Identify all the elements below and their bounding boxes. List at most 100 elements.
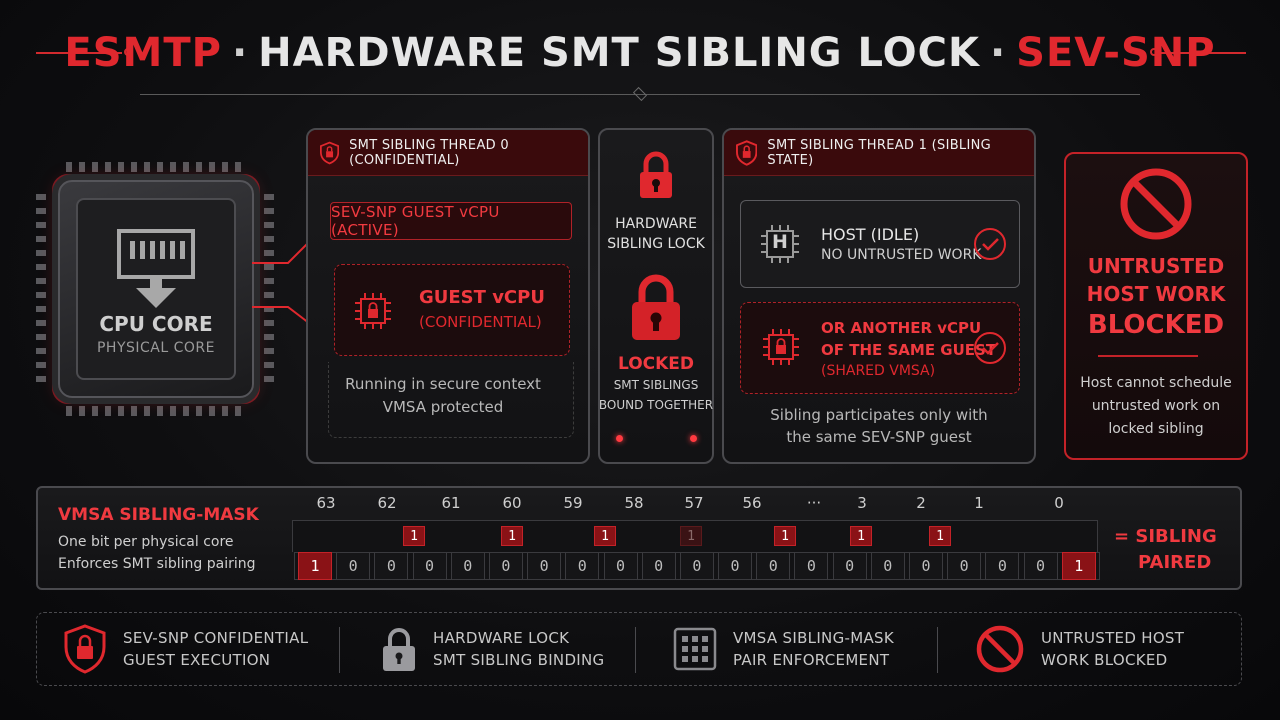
chip-pin bbox=[209, 162, 215, 172]
chip-pin bbox=[170, 162, 176, 172]
mask-bit: 0 bbox=[641, 552, 676, 580]
chip-pin bbox=[131, 162, 137, 172]
chip-pin bbox=[36, 222, 46, 228]
mask-bit: 0 bbox=[488, 552, 523, 580]
title-deco-right-dot bbox=[1150, 48, 1158, 56]
footer-confidential-line2: GUEST EXECUTION bbox=[123, 651, 271, 669]
chip-pin bbox=[196, 406, 202, 416]
mask-bit: 0 bbox=[450, 552, 485, 580]
mask-bit: 0 bbox=[985, 552, 1020, 580]
chip-pin bbox=[222, 162, 228, 172]
chip-pin bbox=[183, 406, 189, 416]
mask-bit: 1 bbox=[298, 552, 332, 580]
chip-pin bbox=[36, 292, 46, 298]
host-idle-sublabel: NO UNTRUSTED WORK bbox=[821, 247, 982, 263]
bit-index: 63 bbox=[316, 494, 336, 512]
blocked-desc-line3: locked sibling bbox=[1108, 421, 1204, 437]
chip-pin bbox=[92, 406, 98, 416]
title-separator: · bbox=[989, 30, 1007, 76]
guest-active-label: SEV-SNP GUEST vCPU (ACTIVE) bbox=[331, 203, 500, 239]
bit-index: 58 bbox=[624, 494, 644, 512]
footer-sibling-mask-line1: VMSA SIBLING-MASK bbox=[733, 629, 894, 647]
bit-index: 2 bbox=[916, 494, 926, 512]
chip-pin bbox=[264, 376, 274, 382]
title-deco-left-line bbox=[36, 52, 122, 54]
thread1-desc-line1: Sibling participates only with bbox=[770, 406, 988, 424]
secure-chip-icon bbox=[355, 293, 391, 329]
paired-flag-dim: 1 bbox=[680, 526, 702, 546]
chip-pin bbox=[36, 320, 46, 326]
chip-pin bbox=[264, 236, 274, 242]
same-guest-line1: OR ANOTHER vCPU bbox=[821, 319, 982, 337]
title-part-sevsnp: SEV-SNP bbox=[1016, 30, 1216, 76]
chip-pin bbox=[264, 306, 274, 312]
chip-pin bbox=[183, 162, 189, 172]
blocked-desc-line1: Host cannot schedule bbox=[1080, 375, 1232, 391]
bit-index: 60 bbox=[502, 494, 522, 512]
title-underline bbox=[140, 94, 1140, 95]
bit-index: 57 bbox=[684, 494, 704, 512]
chip-pin bbox=[79, 162, 85, 172]
footer-untrusted-line2: WORK BLOCKED bbox=[1041, 651, 1168, 669]
mask-legend-line1: = SIBLING bbox=[1114, 526, 1217, 547]
title-underline-marker bbox=[632, 86, 648, 102]
chip-pin bbox=[264, 348, 274, 354]
chip-pin bbox=[66, 406, 72, 416]
same-guest-vcpu-box: OR ANOTHER vCPU OF THE SAME GUEST (SHARE… bbox=[740, 302, 1020, 394]
cpu-chip bbox=[36, 162, 274, 416]
chip-pin bbox=[264, 320, 274, 326]
chip-pin bbox=[79, 406, 85, 416]
thread1-header-text: SMT SIBLING THREAD 1 (SIBLING STATE) bbox=[767, 137, 991, 168]
chip-pin bbox=[105, 162, 111, 172]
footer-untrusted-line1: UNTRUSTED HOST bbox=[1041, 629, 1185, 647]
mask-bit: 0 bbox=[756, 552, 791, 580]
paired-flag: 1 bbox=[929, 526, 951, 546]
chip-pin bbox=[66, 162, 72, 172]
check-circle-icon bbox=[974, 332, 1006, 364]
title-separator: · bbox=[231, 30, 249, 76]
chip-pin bbox=[144, 406, 150, 416]
paired-flag: 1 bbox=[594, 526, 616, 546]
prohibited-icon bbox=[976, 625, 1024, 673]
lock-title-line2: SIBLING LOCK bbox=[607, 236, 705, 252]
shield-lock-icon bbox=[64, 624, 106, 674]
chip-pin bbox=[36, 194, 46, 200]
chip-pin bbox=[118, 406, 124, 416]
page-title: ESMTP·HARDWARE SMT SIBLING LOCK·SEV-SNP bbox=[0, 26, 1280, 80]
chip-pin bbox=[36, 334, 46, 340]
mask-bit: 0 bbox=[718, 552, 753, 580]
footer-item-hardware-lock: HARDWARE LOCK SMT SIBLING BINDING bbox=[381, 613, 604, 685]
chip-pin bbox=[36, 236, 46, 242]
chip-pin bbox=[36, 264, 46, 270]
mask-desc-line1: One bit per physical core bbox=[58, 534, 234, 550]
paired-flag: 1 bbox=[501, 526, 523, 546]
guest-active-badge: SEV-SNP GUEST vCPU (ACTIVE) bbox=[330, 202, 572, 240]
chip-pin bbox=[92, 162, 98, 172]
chip-pin bbox=[36, 250, 46, 256]
grid-icon bbox=[673, 627, 717, 671]
chip-pin bbox=[264, 222, 274, 228]
footer-sibling-mask-line2: PAIR ENFORCEMENT bbox=[733, 651, 890, 669]
check-circle-icon bbox=[974, 228, 1006, 260]
footer-item-untrusted-blocked: UNTRUSTED HOST WORK BLOCKED bbox=[975, 613, 1184, 685]
chip-pin bbox=[170, 406, 176, 416]
chip-pin bbox=[235, 406, 241, 416]
chip-pin bbox=[264, 334, 274, 340]
lock-icon bbox=[383, 628, 415, 671]
bit-index: 0 bbox=[1054, 494, 1064, 512]
thread0-header: SMT SIBLING THREAD 0 (CONFIDENTIAL) bbox=[308, 130, 588, 176]
mask-bit: 0 bbox=[947, 552, 982, 580]
mask-title: VMSA SIBLING-MASK bbox=[58, 505, 259, 525]
title-part-esmtp: ESMTP bbox=[64, 30, 222, 76]
mask-bit: 0 bbox=[679, 552, 714, 580]
blocked-desc-line2: untrusted work on bbox=[1091, 398, 1221, 414]
mask-bit: 0 bbox=[336, 552, 371, 580]
mask-bit: 1 bbox=[1061, 552, 1096, 580]
chip-pin bbox=[264, 292, 274, 298]
locked-padlock-icon bbox=[632, 274, 680, 340]
footer-item-sibling-mask: VMSA SIBLING-MASK PAIR ENFORCEMENT bbox=[673, 613, 894, 685]
mask-bit: 0 bbox=[527, 552, 562, 580]
blocked-title-line1: UNTRUSTED bbox=[1087, 254, 1225, 278]
blocked-divider bbox=[1098, 355, 1198, 357]
